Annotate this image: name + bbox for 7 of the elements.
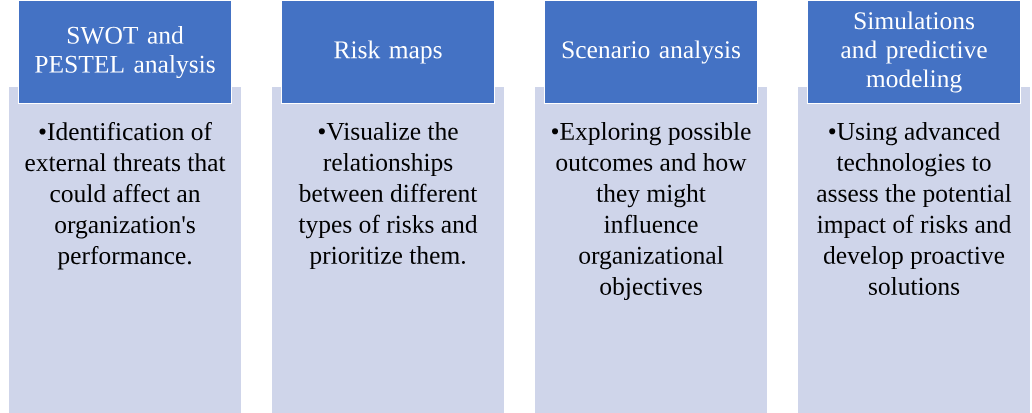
content-box: •Identification of external threats that could affect an organization's performance. <box>8 86 242 413</box>
header-box: Risk maps <box>281 0 495 104</box>
content-box: •Visualize the relationships between different types of risks and prioritize them. <box>271 86 505 413</box>
header-box: Simulations and predictive modeling <box>807 0 1021 104</box>
header-box: SWOT and PESTEL analysis <box>18 0 232 104</box>
content-box: •Exploring possible outcomes and how they might influence organizational objectives <box>534 86 768 413</box>
header-box: Scenario analysis <box>544 0 758 104</box>
